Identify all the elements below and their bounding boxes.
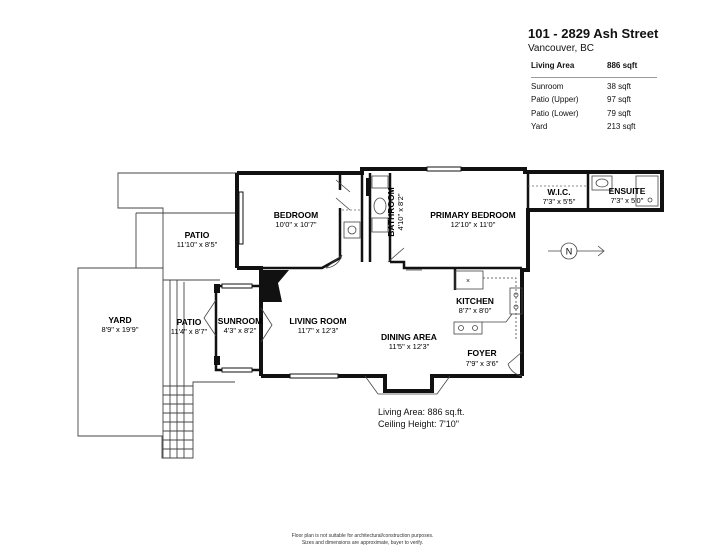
area-value: 38 sqft [607, 81, 632, 91]
room-name-patio-lower: PATIO [177, 317, 202, 327]
compass-icon [560, 242, 578, 260]
area-label: Living Area [531, 61, 575, 70]
structural-column [259, 270, 289, 302]
column [214, 284, 220, 293]
svg-text:×: × [466, 278, 470, 285]
area-row-patio-lower: Patio (Lower) 79 sqft [531, 109, 659, 123]
room-dim-primary-bedroom: 12'10" x 11'0" [451, 220, 496, 229]
room-name-wic: W.I.C. [547, 187, 570, 197]
area-row-yard: Yard 213 sqft [531, 122, 659, 136]
column [214, 356, 220, 365]
area-label: Patio (Upper) [531, 95, 579, 104]
area-divider [531, 76, 657, 78]
bay-window [364, 375, 451, 395]
room-name-primary-bedroom: PRIMARY BEDROOM [430, 210, 515, 220]
room-name-ensuite: ENSUITE [609, 186, 646, 196]
kitchen-counters: × [453, 270, 523, 340]
room-dim-sunroom: 4'3" x 8'2" [224, 326, 257, 335]
room-dim-foyer: 7'9" x 3'6" [466, 359, 499, 368]
room-name-bedroom: BEDROOM [274, 210, 318, 220]
vent [366, 178, 370, 196]
room-name-living-room: LIVING ROOM [289, 316, 346, 326]
room-name-foyer: FOYER [467, 348, 496, 358]
room-name-patio-upper: PATIO [185, 230, 210, 240]
room-dim-bathroom: 4'10" x 8'2" [396, 193, 405, 230]
property-address: 101 - 2829 Ash Street [528, 26, 659, 41]
room-name-kitchen: KITCHEN [456, 296, 494, 306]
disclaimer-line-2: Sizes and dimensions are approximate, bu… [301, 540, 424, 546]
area-label: Yard [531, 122, 548, 131]
room-name-yard: YARD [108, 315, 131, 325]
area-value: 97 sqft [607, 95, 632, 104]
exterior-walls [235, 167, 664, 393]
closet-lines [342, 185, 588, 211]
bathroom-fixtures [343, 175, 659, 239]
room-dim-bedroom: 10'0" x 10'7" [275, 220, 316, 229]
area-value: 79 sqft [607, 108, 632, 118]
ceiling-height-note: Ceiling Height: 7'10" [378, 419, 459, 429]
windows [221, 166, 462, 379]
room-dim-yard: 8'9" x 19'9" [102, 325, 139, 334]
outdoor-outlines [77, 172, 237, 459]
room-name-bathroom: BATHROOM [386, 187, 396, 236]
room-dim-living-room: 11'7" x 12'3" [298, 326, 339, 335]
room-name-dining-area: DINING AREA [381, 332, 437, 342]
area-value: 213 sqft [607, 122, 636, 131]
room-labels: W.I.C. 7'3" x 5'5" ENSUITE 7'3" x 5'0" B… [102, 186, 646, 368]
room-dim-ensuite: 7'3" x 5'0" [611, 196, 644, 205]
area-value: 886 sqft [607, 61, 638, 70]
property-city: Vancouver, BC [528, 43, 594, 54]
disclaimer-line-1: Floor plan is not suitable for architect… [291, 533, 434, 539]
room-dim-dining-area: 11'5" x 12'3" [389, 342, 430, 351]
room-dim-wic: 7'3" x 5'5" [543, 197, 576, 206]
area-row-sunroom: Sunroom 38 sqft [531, 82, 659, 96]
room-dim-patio-upper: 11'10" x 8'5" [177, 240, 218, 249]
north-arrow: N [548, 242, 605, 260]
area-table: Living Area 886 sqft Sunroom 38 sqft Pat… [531, 61, 659, 136]
doors [203, 179, 523, 377]
compass-label: N [566, 247, 573, 257]
room-dim-kitchen: 8'7" x 8'0" [459, 306, 492, 315]
room-dim-patio-lower: 11'4" x 8'7" [171, 327, 208, 336]
interior-walls [237, 172, 590, 290]
living-area-note: Living Area: 886 sq.ft. [378, 407, 465, 417]
area-row-patio-upper: Patio (Upper) 97 sqft [531, 95, 659, 109]
area-row-living: Living Area 886 sqft [531, 61, 659, 75]
room-name-sunroom: SUNROOM [218, 316, 262, 326]
area-label: Patio (Lower) [531, 108, 579, 118]
area-label: Sunroom [531, 81, 564, 91]
